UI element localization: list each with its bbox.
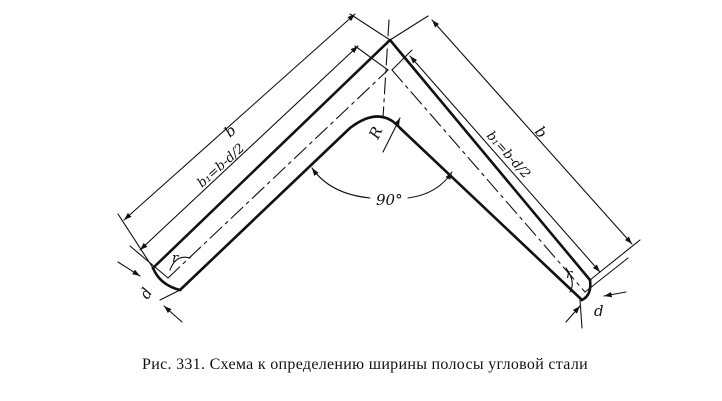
label-b-right: b (531, 123, 551, 142)
figure-caption: Рис. 331. Схема к определению ширины пол… (142, 356, 588, 373)
neutral-axis-right (391, 69, 586, 293)
dim-left-b1 (139, 45, 359, 251)
ext-top-left-2 (354, 45, 389, 71)
ext-right-outer (589, 239, 641, 281)
r-arc-left (169, 256, 191, 271)
ext-top-right-2 (391, 49, 413, 71)
label-radius: R (365, 124, 387, 143)
dim-right-d-top (603, 291, 627, 298)
label-r-left: r (172, 251, 179, 266)
ext-left-inner (159, 289, 181, 301)
ext-right-mid (584, 257, 629, 293)
angle-arc-left (311, 167, 371, 199)
label-r-right: r (566, 267, 573, 282)
ext-left-outer (117, 213, 154, 269)
ext-top-left (349, 13, 391, 41)
radius-line (382, 117, 401, 153)
right-end-cap (580, 278, 592, 302)
dim-left-d-bottom (163, 305, 183, 323)
label-b1-right: b₁=b-d/2 (483, 129, 533, 182)
ext-left-mid (129, 245, 169, 279)
dim-right-b1 (409, 55, 601, 273)
dim-left-d-top (117, 261, 141, 277)
left-end-cap (151, 266, 182, 292)
label-d-left: d (136, 285, 156, 302)
label-b-left: b (221, 121, 240, 141)
dim-left-b (123, 13, 356, 221)
r-arc-right (565, 267, 573, 293)
center-vertical-axis (382, 19, 390, 119)
label-angle: 90° (376, 191, 403, 209)
angle-steel-diagram: b b₁=b-d/2 b b₁=b-d/2 R 90° r r d d (117, 13, 641, 329)
label-d-right: d (594, 302, 604, 320)
angle-arc-right (407, 171, 453, 199)
ext-right-d (579, 299, 583, 329)
dim-right-d-bottom (565, 305, 581, 323)
ext-top-right (389, 15, 429, 41)
